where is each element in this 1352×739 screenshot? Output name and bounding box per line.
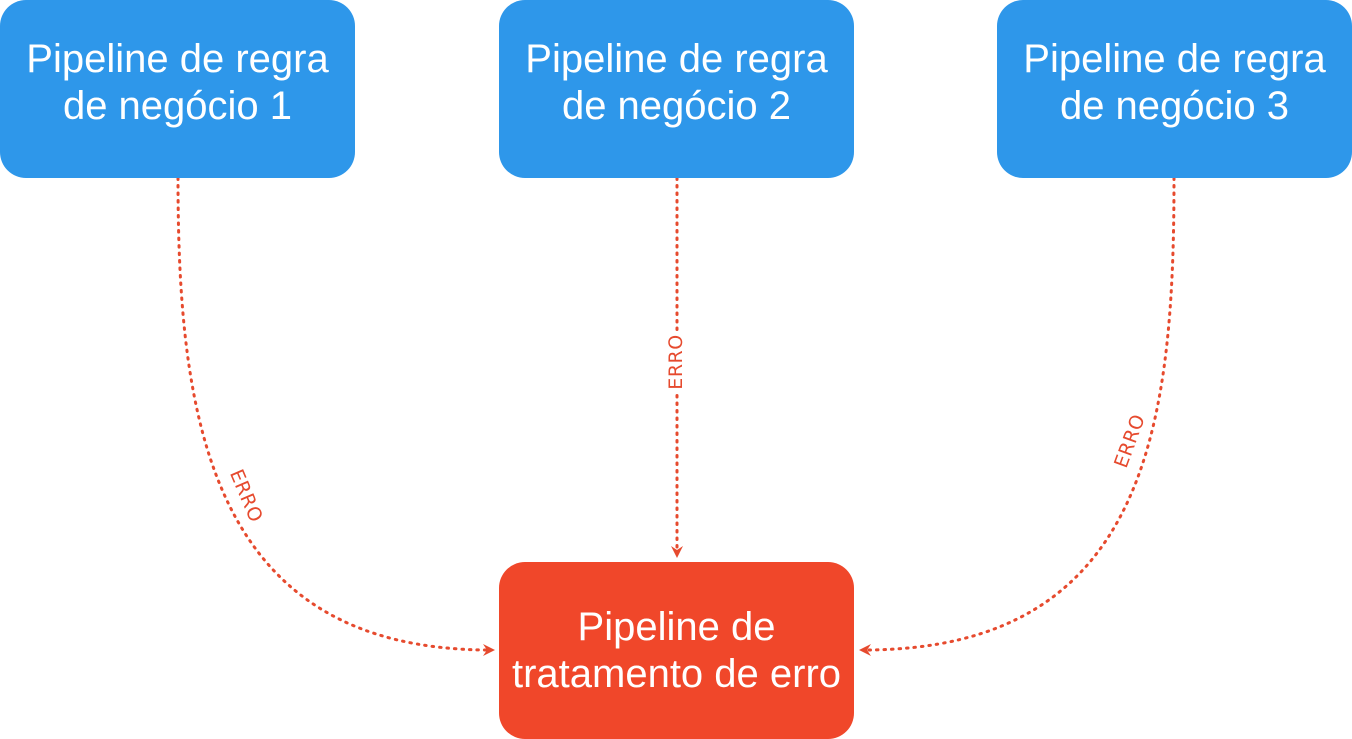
pipeline-node-3[interactable]: Pipeline de regra de negócio 3 (997, 0, 1352, 178)
pipeline-node-1-label: Pipeline de regra de negócio 1 (26, 37, 329, 128)
pipeline-node-2-label: Pipeline de regra de negócio 2 (525, 37, 828, 128)
edge-pipeline-3-to-error (859, 176, 1176, 656)
edge-label-pipeline-1: ERRO (225, 466, 267, 526)
edge-pipeline-1-to-error (176, 176, 495, 656)
error-pipeline-node[interactable]: Pipeline de tratamento de erro (499, 562, 854, 739)
pipeline-node-1[interactable]: Pipeline de regra de negócio 1 (0, 0, 355, 178)
edge-label-pipeline-2: ERRO (665, 334, 687, 389)
pipeline-node-2[interactable]: Pipeline de regra de negócio 2 (499, 0, 854, 178)
error-pipeline-node-label: Pipeline de tratamento de erro (511, 604, 842, 696)
pipeline-node-3-label: Pipeline de regra de negócio 3 (1023, 37, 1326, 128)
